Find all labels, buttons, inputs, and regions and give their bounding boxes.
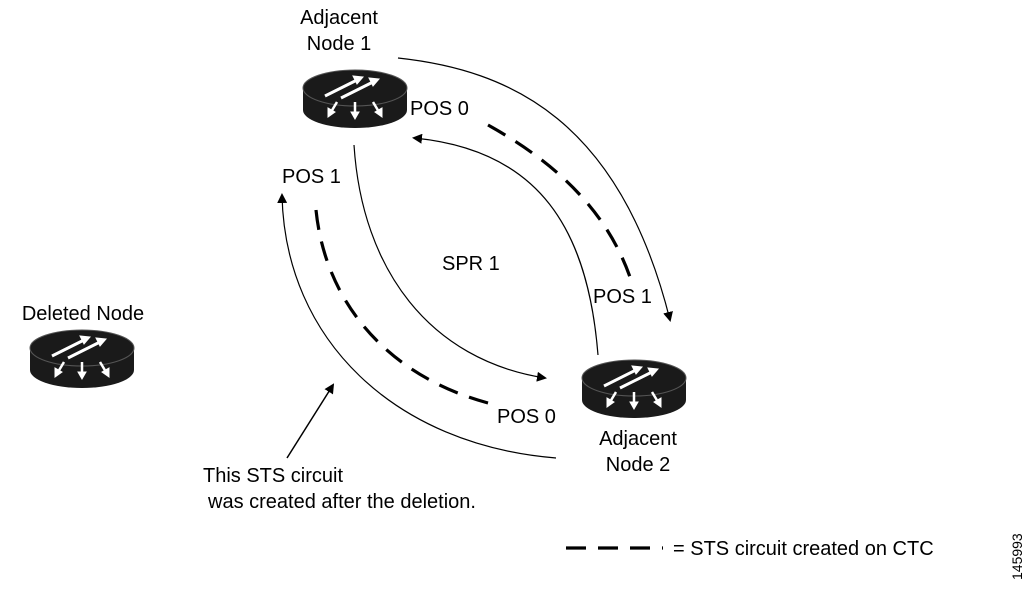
link-n1-to-n2-inner xyxy=(353,144,547,382)
node1-label-line2: Node 1 xyxy=(307,33,372,55)
router-icon xyxy=(28,328,136,390)
deleted-node-label: Deleted Node xyxy=(22,303,144,325)
annotation-line1: This STS circuit xyxy=(203,465,343,487)
annotation-arrow xyxy=(286,383,335,459)
node2-pos1-label: POS 1 xyxy=(593,286,652,308)
node1-pos0-label: POS 0 xyxy=(410,98,469,120)
link-n2-to-n1-inner xyxy=(412,133,599,356)
sts-circuit-left xyxy=(314,209,489,405)
legend: = STS circuit created on CTC xyxy=(566,538,934,560)
node2-pos0-label: POS 0 xyxy=(497,406,556,428)
router-icon xyxy=(580,358,688,420)
router-icon xyxy=(301,68,409,130)
link-n2-to-n1-outer xyxy=(277,193,557,459)
annotation-line2: was created after the deletion. xyxy=(207,491,476,513)
ring-label: SPR 1 xyxy=(442,253,500,275)
sts-circuit-right xyxy=(487,123,634,284)
node2-label-line1: Adjacent xyxy=(599,428,677,450)
sts-circuits xyxy=(314,123,634,405)
figure-id: 145993 xyxy=(1009,533,1025,580)
legend-text: = STS circuit created on CTC xyxy=(673,538,934,560)
node1-pos1-label: POS 1 xyxy=(282,166,341,188)
node2-label-line2: Node 2 xyxy=(606,454,671,476)
link-n1-to-n2-outer xyxy=(397,57,673,322)
node1-label-line1: Adjacent xyxy=(300,7,378,29)
ring-links xyxy=(277,57,673,459)
